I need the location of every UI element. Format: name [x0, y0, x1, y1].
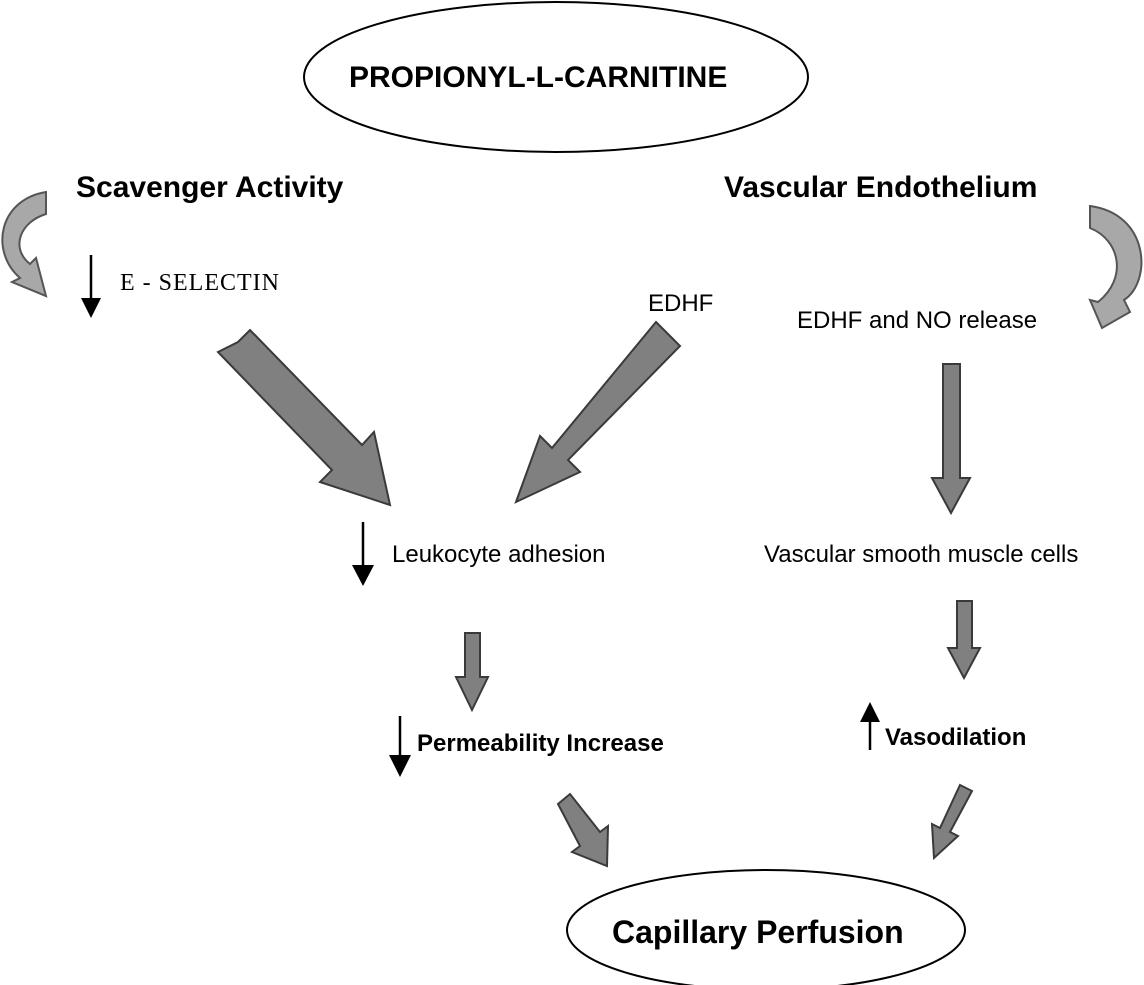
arrow-smooth-muscle-to-vasodilation-icon: [946, 600, 982, 681]
leukocyte-adhesion-label: Leukocyte adhesion: [392, 541, 606, 568]
increase-arrow-vasodilation-icon: [860, 702, 880, 750]
vasodilation-label: Vasodilation: [885, 724, 1027, 751]
diagram-title: PROPIONYL-L-CARNITINE: [349, 61, 728, 94]
outcome-ellipse: [566, 869, 966, 985]
arrow-permeability-to-perfusion-icon: [556, 792, 610, 868]
e-selectin-label: E - SELECTIN: [120, 270, 280, 296]
decrease-arrow-e-selectin-icon: [81, 255, 101, 318]
curved-arrow-left-icon: [1, 190, 48, 298]
arrow-vasodilation-to-perfusion-icon: [930, 783, 974, 861]
arrow-eselectin-to-leukocyte-icon: [216, 328, 392, 507]
arrow-leukocyte-to-permeability-icon: [454, 632, 490, 713]
title-ellipse: [303, 1, 809, 153]
edhf-label: EDHF: [648, 290, 714, 317]
permeability-increase-label: Permeability Increase: [417, 730, 664, 757]
decrease-arrow-permeability-icon: [389, 716, 411, 777]
edhf-no-release-label: EDHF and NO release: [797, 307, 1038, 334]
right-branch-heading: Vascular Endothelium: [724, 171, 1038, 204]
left-branch-heading: Scavenger Activity: [76, 171, 344, 204]
arrow-release-to-smooth-muscle-icon: [930, 363, 972, 516]
arrow-edhf-to-leukocyte-icon: [514, 320, 682, 504]
vascular-smooth-muscle-label: Vascular smooth muscle cells: [764, 541, 1079, 568]
outcome-label: Capillary Perfusion: [612, 914, 904, 950]
decrease-arrow-leukocyte-icon: [352, 522, 374, 586]
curved-arrow-right-icon: [1088, 204, 1143, 330]
